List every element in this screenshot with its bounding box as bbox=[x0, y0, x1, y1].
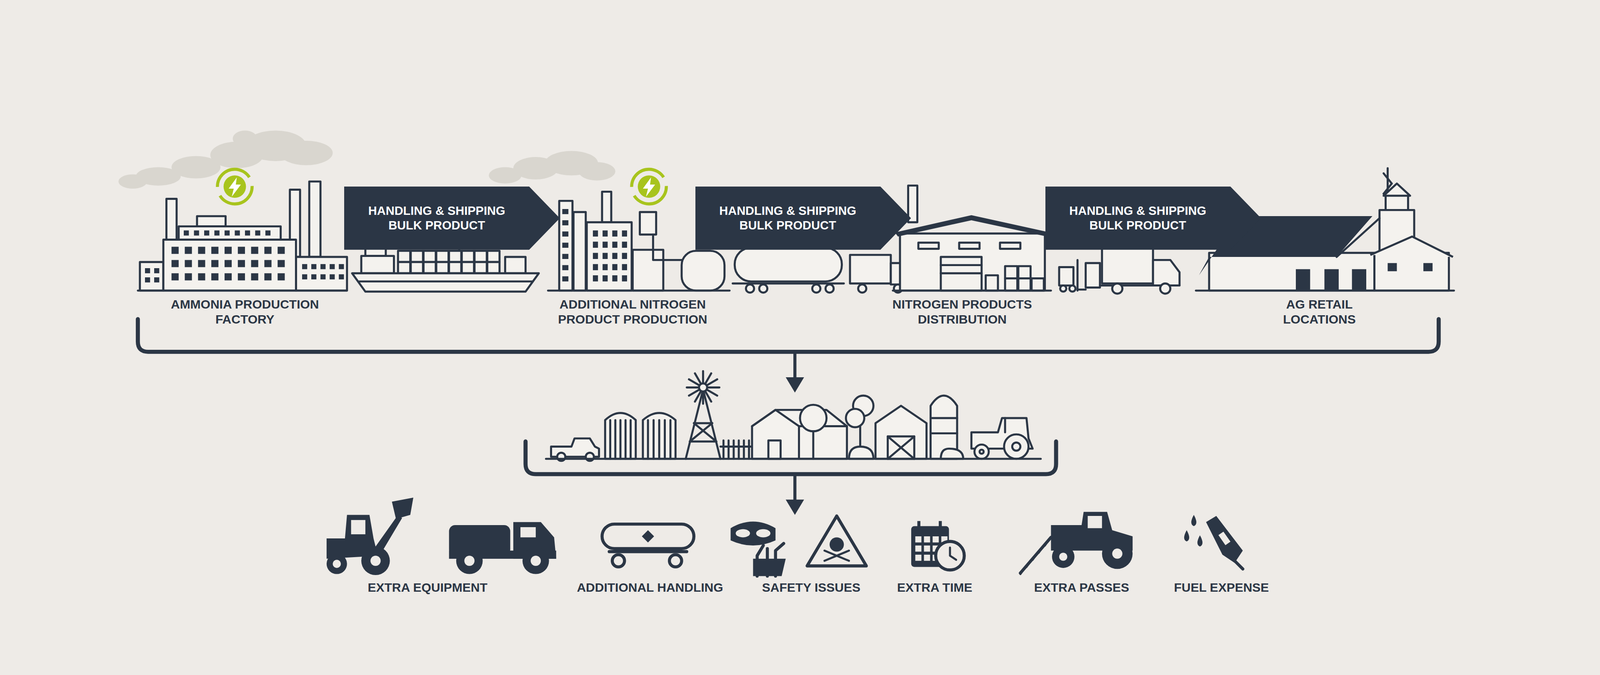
farm-scene bbox=[545, 371, 1041, 461]
arrow-fill bbox=[344, 186, 560, 250]
shipping-arrow: HANDLING & SHIPPING BULK PRODUCT bbox=[695, 186, 911, 250]
shipping-arrow: HANDLING & SHIPPING BULK PRODUCT bbox=[1045, 186, 1261, 250]
impact-label: SAFETY ISSUES bbox=[762, 580, 861, 596]
arrow-fill bbox=[695, 186, 911, 250]
impact-icons bbox=[326, 497, 1243, 577]
bracket bbox=[137, 319, 1439, 352]
impact-label: EXTRA TIME bbox=[897, 580, 973, 596]
delivery-truck bbox=[1059, 245, 1180, 295]
impact-label: ADDITIONAL HANDLING bbox=[576, 580, 723, 596]
impact-label: EXTRA PASSES bbox=[1034, 580, 1130, 596]
arrow-shape bbox=[695, 186, 911, 250]
arrow-shape bbox=[344, 186, 560, 250]
distribution-warehouse bbox=[892, 185, 1052, 291]
arrow-fill bbox=[1045, 186, 1261, 250]
smoke bbox=[118, 130, 615, 189]
arrow-label: HANDLING & SHIPPING BULK PRODUCT bbox=[704, 203, 872, 233]
facility-label: NITROGEN PRODUCTS DISTRIBUTION bbox=[864, 297, 1060, 328]
facility-label: ADDITIONAL NITROGEN PRODUCT PRODUCTION bbox=[540, 297, 725, 328]
facility-label: AMMONIA PRODUCTION FACTORY bbox=[161, 297, 329, 328]
arrow-shape bbox=[1045, 186, 1261, 250]
arrow-label: HANDLING & SHIPPING BULK PRODUCT bbox=[353, 203, 520, 233]
impact-label: EXTRA EQUIPMENT bbox=[367, 580, 488, 596]
impact-label: FUEL EXPENSE bbox=[1174, 580, 1270, 596]
down-arrow bbox=[785, 377, 805, 393]
facility-label: AG RETAIL LOCATIONS bbox=[1269, 297, 1370, 328]
down-arrow bbox=[785, 500, 805, 516]
arrow-label: HANDLING & SHIPPING BULK PRODUCT bbox=[1054, 203, 1222, 233]
shipping-arrow: HANDLING & SHIPPING BULK PRODUCT bbox=[344, 186, 560, 250]
ammonia-factory bbox=[137, 169, 348, 291]
